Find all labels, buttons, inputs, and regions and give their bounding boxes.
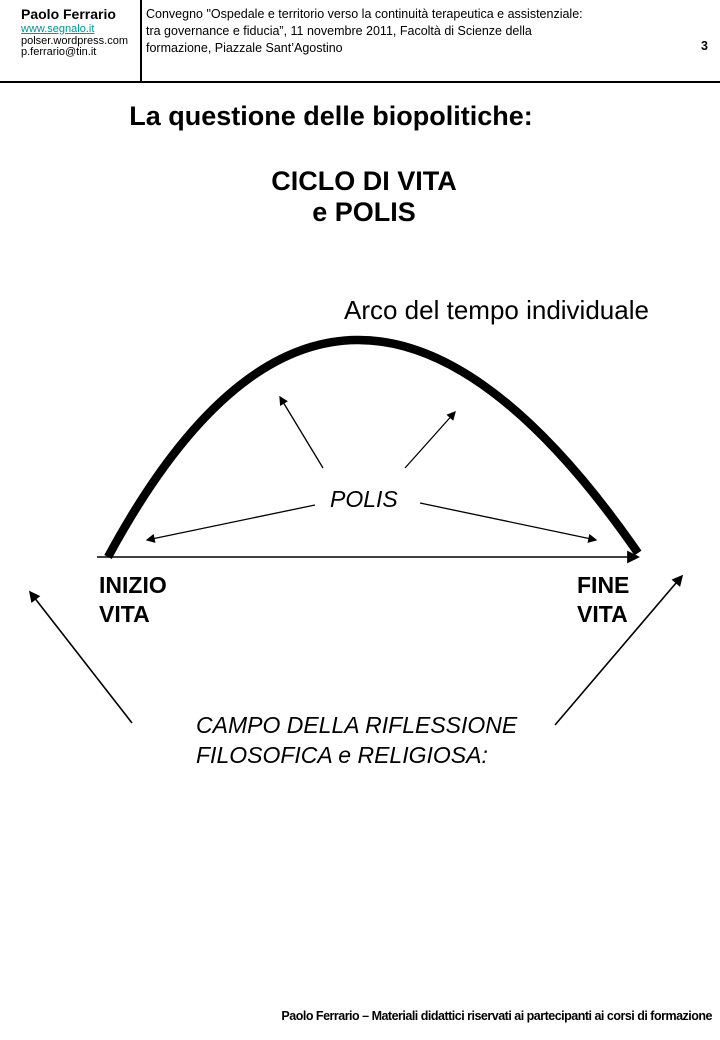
polis-arrow-up-right: [404, 410, 456, 469]
fine-vita-line-1: FINE: [577, 572, 630, 598]
conference-info: Convegno "Ospedale e territorio verso la…: [146, 6, 691, 57]
conference-info-line-3: formazione, Piazzale Sant’Agostino: [146, 41, 343, 55]
polis-arrow-down-right: [419, 502, 598, 543]
subtitle-line-1: CICLO DI VITA: [271, 166, 457, 196]
polis-arrow-down-left: [145, 504, 316, 543]
conference-info-line-1: Convegno "Ospedale e territorio verso la…: [146, 7, 583, 21]
slide-title: La questione delle biopolitiche:: [129, 101, 533, 131]
footer-credit: Paolo Ferrario – Materiali didattici ris…: [281, 1009, 712, 1023]
arc-label: Arco del tempo individuale: [344, 295, 649, 325]
campo-riflessione-label: CAMPO DELLA RIFLESSIONE FILOSOFICA e REL…: [196, 710, 517, 770]
polis-label: POLIS: [330, 486, 398, 512]
life-arc-curve: [104, 335, 642, 560]
inizio-vita-line-1: INIZIO: [99, 572, 167, 598]
slide-subtitle: CICLO DI VITA e POLIS: [6, 166, 720, 228]
conference-info-line-2: tra governance e fiducia”, 11 novembre 2…: [146, 24, 532, 38]
fine-vita-label: FINE VITA: [577, 571, 629, 629]
author-website-link[interactable]: www.segnalo.it: [21, 23, 95, 35]
author-email: p.ferrario@tin.it: [21, 46, 97, 58]
slide-number: 3: [701, 39, 708, 53]
campo-line-1: CAMPO DELLA RIFLESSIONE: [196, 712, 518, 738]
header-vertical-divider: [140, 0, 142, 82]
subtitle-line-2: e POLIS: [312, 197, 416, 227]
author-blog: polser.wordpress.com: [21, 34, 128, 47]
polis-arrow-up-left: [279, 395, 324, 469]
fine-vita-line-2: VITA: [577, 601, 628, 627]
inizio-vita-line-2: VITA: [99, 601, 150, 627]
campo-line-2: FILOSOFICA e RELIGIOSA:: [196, 742, 488, 768]
inizio-vita-label: INIZIO VITA: [99, 571, 167, 629]
header-bottom-divider: [0, 81, 720, 83]
author-name: Paolo Ferrario: [21, 6, 116, 22]
